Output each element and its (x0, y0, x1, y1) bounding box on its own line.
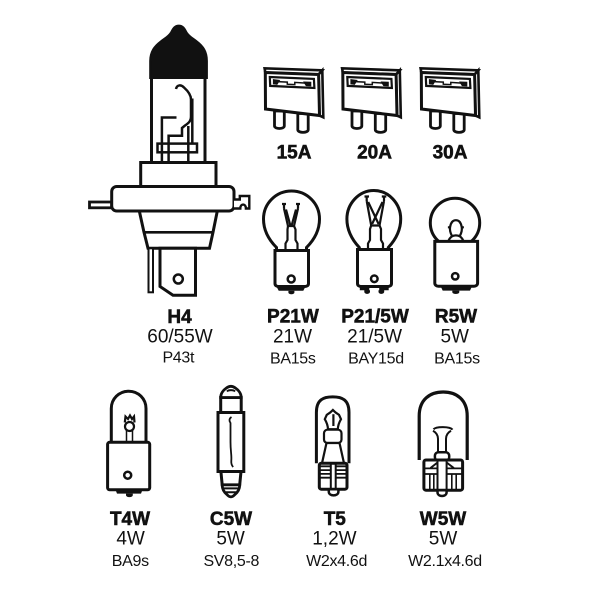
svg-text:W5W: W5W (420, 509, 467, 530)
svg-text:20A: 20A (357, 142, 392, 163)
svg-text:H4: H4 (167, 307, 192, 328)
svg-text:21W: 21W (273, 327, 312, 348)
svg-text:BA15s: BA15s (270, 350, 316, 367)
svg-text:P21W: P21W (267, 307, 319, 328)
svg-text:C5W: C5W (210, 509, 252, 530)
svg-text:30A: 30A (433, 142, 468, 163)
svg-text:60/55W: 60/55W (147, 327, 213, 348)
svg-text:BAY15d: BAY15d (348, 350, 404, 367)
svg-text:P21/5W: P21/5W (341, 307, 409, 328)
svg-text:T4W: T4W (110, 509, 150, 530)
svg-text:5W: 5W (216, 529, 245, 550)
svg-text:W2.1x4.6d: W2.1x4.6d (408, 553, 482, 570)
svg-text:21/5W: 21/5W (347, 327, 402, 348)
svg-text:5W: 5W (429, 529, 458, 550)
svg-text:1,2W: 1,2W (312, 529, 356, 550)
svg-text:15A: 15A (277, 142, 312, 163)
svg-text:4W: 4W (116, 529, 145, 550)
svg-text:BA9s: BA9s (112, 553, 149, 570)
svg-text:5W: 5W (440, 327, 469, 348)
svg-text:W2x4.6d: W2x4.6d (306, 553, 367, 570)
svg-text:P43t: P43t (162, 350, 195, 367)
svg-text:T5: T5 (324, 509, 347, 530)
svg-text:R5W: R5W (435, 307, 477, 328)
svg-text:BA15s: BA15s (434, 350, 480, 367)
svg-text:SV8,5-8: SV8,5-8 (203, 553, 259, 570)
